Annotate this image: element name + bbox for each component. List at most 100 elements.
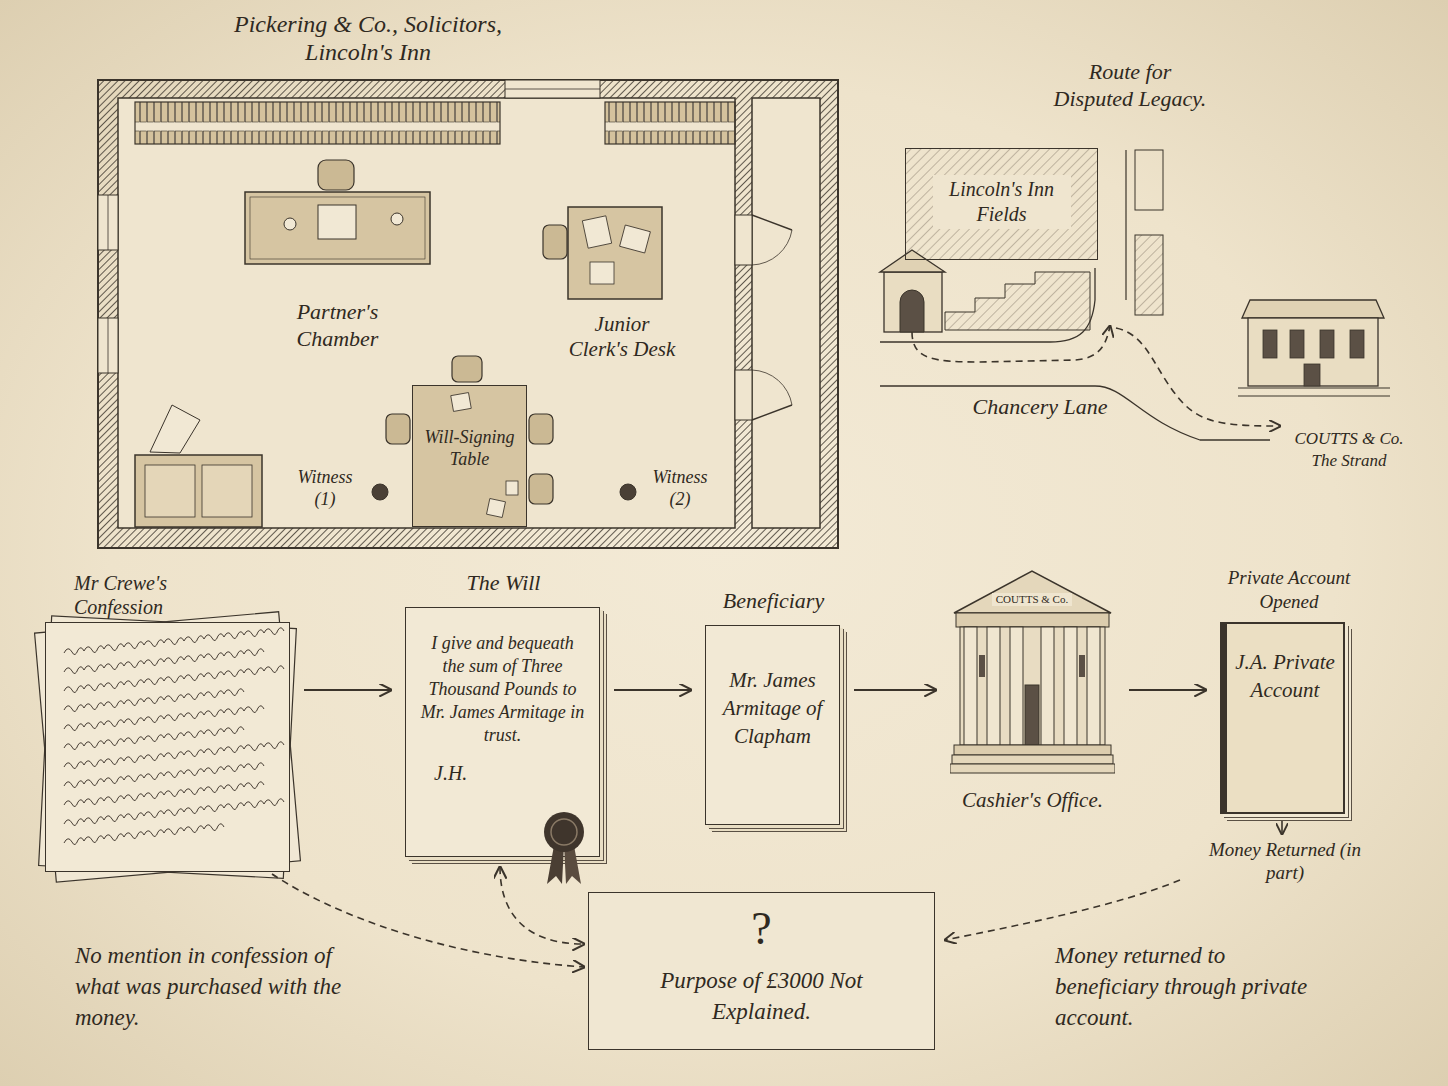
wax-seal <box>541 810 587 886</box>
bank-building-shape <box>1025 685 1039 745</box>
handwriting-scribble-shape <box>64 689 244 712</box>
flow-note: Money Returned (in part) <box>1205 838 1365 884</box>
bank-building-shape <box>1010 627 1023 745</box>
floor-plan-shape <box>108 318 109 373</box>
street-map-shape <box>880 386 1270 440</box>
floor-plan-shape <box>752 98 820 528</box>
floor-plan-shape <box>145 465 195 517</box>
floor-plan-shape <box>318 205 356 239</box>
handwriting-scribble-shape <box>64 706 264 731</box>
bank-building-shape <box>954 745 1111 755</box>
street-map-shape <box>1238 396 1390 397</box>
floor-plan-shape <box>752 215 792 230</box>
floor-plan-shape <box>284 218 296 230</box>
floor-plan-shape <box>752 230 792 265</box>
floor-plan-shape <box>108 195 109 250</box>
room-label: Partner's Chamber <box>255 298 420 352</box>
node-heading: COUTTS & Co. <box>992 593 1072 606</box>
floor-plan-shape <box>582 216 611 248</box>
bank-building-shape <box>979 655 985 677</box>
floor-plan-shape <box>529 414 553 444</box>
street-map-shape <box>900 290 924 332</box>
node-text: Will-Signing Table <box>417 426 522 470</box>
floor-plan-shape <box>250 197 425 259</box>
node-text: Mr. James Armitage of Clapham <box>716 666 829 750</box>
floor-plan-shape <box>505 80 600 98</box>
floor-plan-shape <box>620 225 651 253</box>
handwriting-scribble-shape <box>64 628 284 655</box>
bank-building-shape <box>987 627 1000 745</box>
handwriting-scribble-shape <box>64 742 284 769</box>
beneficiary-card: BeneficiaryMr. James Armitage of Clapham <box>705 625 840 825</box>
street-map-shape <box>880 250 945 272</box>
street-map-shape <box>945 272 1090 330</box>
floor-plan-shape <box>452 356 482 382</box>
handwriting-scribble-shape <box>64 799 284 826</box>
floor-plan-shape <box>202 465 252 517</box>
floor-plan-shape <box>372 484 388 500</box>
flow-decoration-shape <box>35 612 301 882</box>
node-text: Mr Crewe's Confession <box>74 571 244 619</box>
handwriting-scribble-shape <box>64 763 264 788</box>
node-text: Pickering & Co., Solicitors, Lincoln's I… <box>208 10 528 66</box>
annotation-note: Money returned to beneficiary through pr… <box>1055 940 1320 1033</box>
node-text: I give and bequeath the sum of Three Tho… <box>420 632 585 747</box>
handwriting-scribble-shape <box>64 727 244 750</box>
flow-decoration-shape <box>1281 818 1283 834</box>
floor-plan-shape <box>529 474 553 504</box>
map-block: Lincoln's Inn Fields <box>905 148 1098 260</box>
floor-plan-shape <box>505 89 600 90</box>
flow-decoration <box>35 612 1282 940</box>
bank-building-shape <box>956 613 1109 627</box>
bank-building-shape <box>952 755 1113 764</box>
floor-plan-shape <box>590 262 614 284</box>
floor-plan-shape <box>135 455 262 527</box>
street-map-shape <box>1263 330 1277 358</box>
street-label: Chancery Lane <box>940 394 1140 420</box>
street-map-shape <box>884 272 942 332</box>
witness-label: Witness (2) <box>640 466 720 510</box>
room-label: Junior Clerk's Desk <box>566 312 678 362</box>
street-map-shape <box>1135 150 1163 210</box>
will-document: The WillI give and bequeath the sum of T… <box>405 607 600 857</box>
node-text: Purpose of £3000 Not Explained. <box>642 965 882 1027</box>
handwriting-scribble-shape <box>64 649 264 674</box>
floor-plan-shape <box>98 318 118 373</box>
bank-building-shape <box>1079 655 1085 677</box>
handwriting-scribble-shape <box>64 824 224 845</box>
bank-building-shape <box>950 764 1115 773</box>
street-map-shape <box>1238 387 1390 388</box>
node-heading: ? <box>589 905 934 953</box>
floor-plan-shape <box>135 102 500 144</box>
node-heading: Beneficiary <box>686 588 861 614</box>
floor-plan-shape <box>412 385 527 527</box>
witness-label: Witness (1) <box>285 466 365 510</box>
floor-plan-room: Pickering & Co., Solicitors, Lincoln's I… <box>98 80 838 548</box>
floor-plan-shape <box>487 499 506 518</box>
bank-building-shape <box>960 627 1105 745</box>
handwriting-scribble-shape <box>64 666 284 693</box>
floor-plan-shape <box>451 393 472 412</box>
node-text: Lincoln's Inn Fields <box>933 175 1071 229</box>
handwriting-scribble-shape <box>64 782 264 807</box>
floor-plan-shape <box>391 213 403 225</box>
flow-arrow <box>614 689 691 691</box>
question-box: ? Purpose of £3000 Not Explained. <box>588 892 935 1050</box>
floor-plan-shape <box>118 98 735 528</box>
bank-building-shape <box>1087 627 1100 745</box>
floor-plan-shape <box>605 102 735 144</box>
wax-seal-shape <box>544 812 584 852</box>
annotation-note: No mention in confession of what was pur… <box>75 940 375 1033</box>
street-map-shape <box>912 326 1110 362</box>
node-heading: The Will <box>406 570 601 596</box>
flow-decoration-shape <box>39 616 297 878</box>
street-map-shape <box>1290 330 1304 358</box>
floor-plan-shape <box>245 192 430 264</box>
bank-building-shape <box>1064 627 1077 745</box>
street-map-shape <box>1304 364 1320 386</box>
floor-plan-shape <box>506 481 518 495</box>
bank-node: COUTTS & Co.Cashier's Office. <box>950 565 1115 815</box>
floor-plan <box>98 80 838 548</box>
handwriting-scribble <box>46 623 291 873</box>
